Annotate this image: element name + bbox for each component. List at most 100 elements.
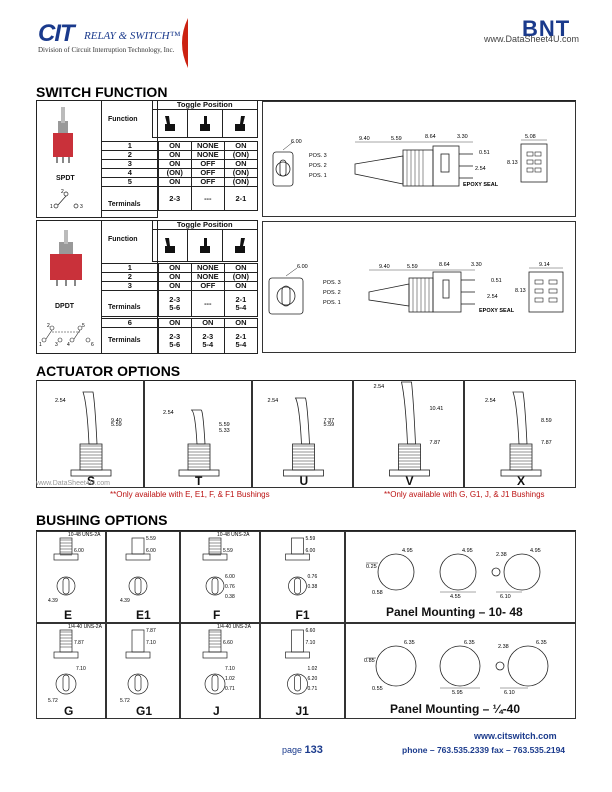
actuator-note-right: **Only available with G, G1, J, & J1 Bus…	[384, 490, 545, 499]
divider	[36, 380, 576, 381]
spdt-label: SPDT	[56, 175, 75, 182]
bushing-dim: 6.00	[225, 574, 235, 580]
terminals-cell	[102, 186, 159, 211]
spdt-dim-7: 0.51	[479, 150, 490, 156]
footer-website[interactable]: www.citswitch.com	[474, 731, 557, 741]
bushing-dim: 4.39	[48, 598, 58, 604]
panel2-dim-5: 0.85	[364, 658, 375, 664]
actuator-dim: 9.40	[111, 418, 122, 424]
bushing-dim: 6.00	[74, 548, 84, 554]
dpdt-left-cell	[36, 220, 102, 354]
schem-1: 1	[50, 204, 53, 210]
bushing-dim: 7.10	[76, 666, 86, 672]
bushing-dim: 10-48 UNS-2A	[68, 532, 101, 538]
terminals-row: 2-3---2-1	[102, 186, 259, 211]
panel1-dim-7: 4.55	[450, 594, 461, 600]
bushing-dim: 7.10	[146, 640, 156, 646]
spdt-dim-6: 5.08	[525, 134, 536, 140]
divider	[36, 530, 576, 531]
terminal-value: 2-3	[157, 186, 192, 211]
terminals-label: Terminals	[108, 201, 141, 208]
dpdt-cell: ON	[157, 318, 192, 328]
dpdt-dimension-drawing: 6.00 9.40 5.59 8.64 3.30 9.14 0.51 2.54 …	[262, 221, 576, 353]
spdt-dim-9: 8.13	[507, 160, 518, 166]
svg-text:5: 5	[82, 323, 85, 329]
header-watermark[interactable]: www.DataSheet4U.com	[484, 34, 580, 44]
terminal-value: 2-1	[223, 186, 259, 211]
dpdt-dim-5: 3.30	[471, 262, 482, 268]
spdt-dim-8: 2.54	[475, 166, 486, 172]
bushing-dim: 1.02	[307, 666, 318, 672]
panel2-dim-4: 6.35	[536, 640, 547, 646]
bushing-code: F1	[295, 608, 310, 622]
spdt-cell: ON	[157, 177, 192, 187]
bushing-dim: 10-48 UNS-2A	[217, 532, 250, 538]
toggle-position-header: Toggle Position	[151, 100, 258, 110]
dpdt-dim-7: 0.51	[491, 278, 502, 284]
terminal-value: ---	[190, 186, 225, 211]
actuator-code: V	[405, 474, 414, 488]
spdt-table: Toggle Position	[36, 100, 259, 138]
actuator-watermark[interactable]: www.DataSheet4U.com	[36, 480, 110, 487]
spdt-dim-5: 3.30	[457, 134, 468, 140]
terminals-cell	[102, 290, 159, 317]
spdt-dim-3: 5.59	[391, 136, 402, 142]
dpdt-pos-1: POS. 1	[323, 300, 341, 306]
dpdt-dim-4: 8.64	[439, 262, 450, 268]
bushing-dim: 6.20	[307, 676, 318, 682]
spdt-dim-2: 9.40	[359, 136, 370, 142]
spdt-pos-2: POS. 2	[309, 163, 327, 169]
panel2-dim-7: 5.95	[452, 690, 463, 696]
dpdt-dim-1: 6.00	[297, 264, 308, 270]
panel1-dim-3: 2.38	[496, 552, 507, 558]
actuator-code: S	[87, 474, 96, 488]
actuator-dim: 5.59	[219, 422, 230, 428]
toggle-position-header-dpdt: Toggle Position	[151, 220, 258, 230]
actuator-dim: 10.41	[429, 406, 444, 412]
panel1-dim-1: 4.95	[402, 548, 413, 554]
svg-text:4: 4	[67, 342, 70, 348]
dpdt-pos-2: POS. 2	[323, 290, 341, 296]
actuator-dim: 5.33	[219, 428, 230, 434]
bushing-dim: 5.72	[48, 698, 58, 704]
bushing-dim: 5.59	[223, 548, 233, 554]
panel2-dim-3: 2.38	[498, 644, 509, 650]
divider	[36, 100, 576, 101]
spdt-dim-1: 6.00	[291, 139, 302, 145]
logo-cit: CIT	[38, 20, 75, 47]
bushing-dim: 7.10	[225, 666, 235, 672]
bushing-options-title: BUSHING OPTIONS	[36, 512, 168, 528]
bushing-dim: 0.76	[307, 574, 318, 580]
panel-mounting-1440: 6.35 6.35 2.38 6.35 0.85 0.55 5.95 6.10	[345, 623, 576, 719]
bushing-code: G	[64, 704, 74, 718]
spdt-dim-4: 8.64	[425, 134, 436, 140]
bushing-dim: 0.71	[307, 686, 318, 692]
panel2-dim-8: 6.10	[504, 690, 515, 696]
svg-text:3: 3	[55, 342, 58, 348]
bushing-code: E	[64, 608, 73, 622]
actuator-code: U	[299, 474, 309, 488]
actuator-dim: 7.87	[429, 440, 441, 446]
bushing-code: J	[213, 704, 220, 718]
bushing-dim: 5.59	[305, 536, 316, 542]
actuator-options-title: ACTUATOR OPTIONS	[36, 363, 181, 379]
spdt-pos-3: POS. 3	[309, 153, 327, 159]
dpdt-epoxy-seal: EPOXY SEAL	[479, 308, 515, 314]
spdt-cell: OFF	[190, 177, 225, 187]
